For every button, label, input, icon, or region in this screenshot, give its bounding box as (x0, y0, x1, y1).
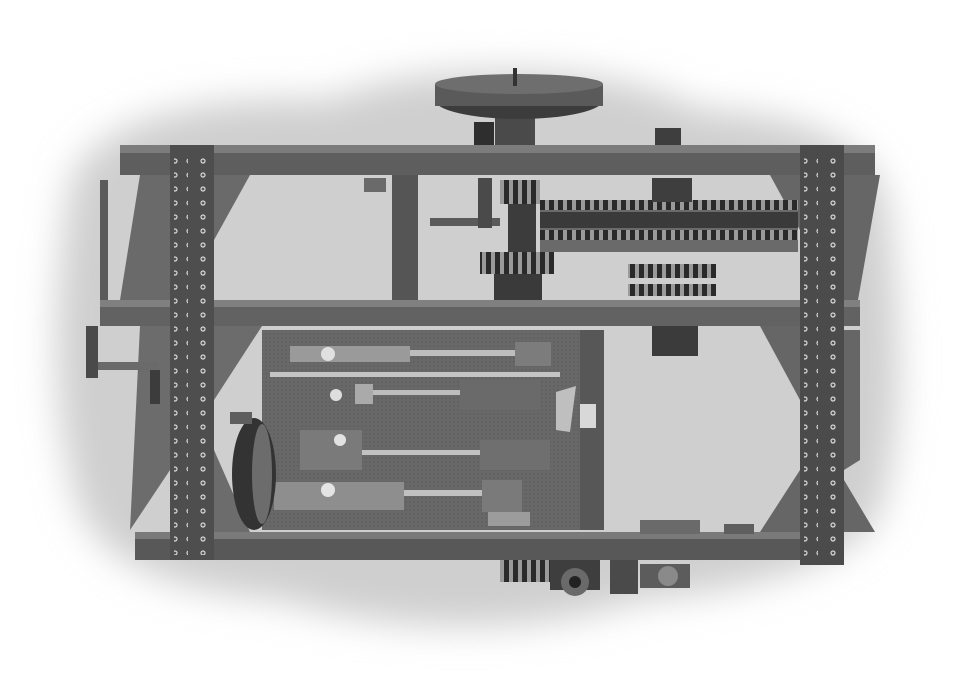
top-pulley (435, 68, 681, 150)
lower-gear-pair (628, 264, 716, 356)
bottom-block (640, 520, 754, 534)
main-frame (100, 145, 880, 565)
upper-strut (364, 175, 418, 300)
large-spur-gear (540, 178, 798, 252)
bottom-gearing (500, 560, 690, 596)
pinion-stack (430, 178, 554, 300)
engine-compartment (232, 330, 604, 530)
side-handle (86, 180, 252, 424)
